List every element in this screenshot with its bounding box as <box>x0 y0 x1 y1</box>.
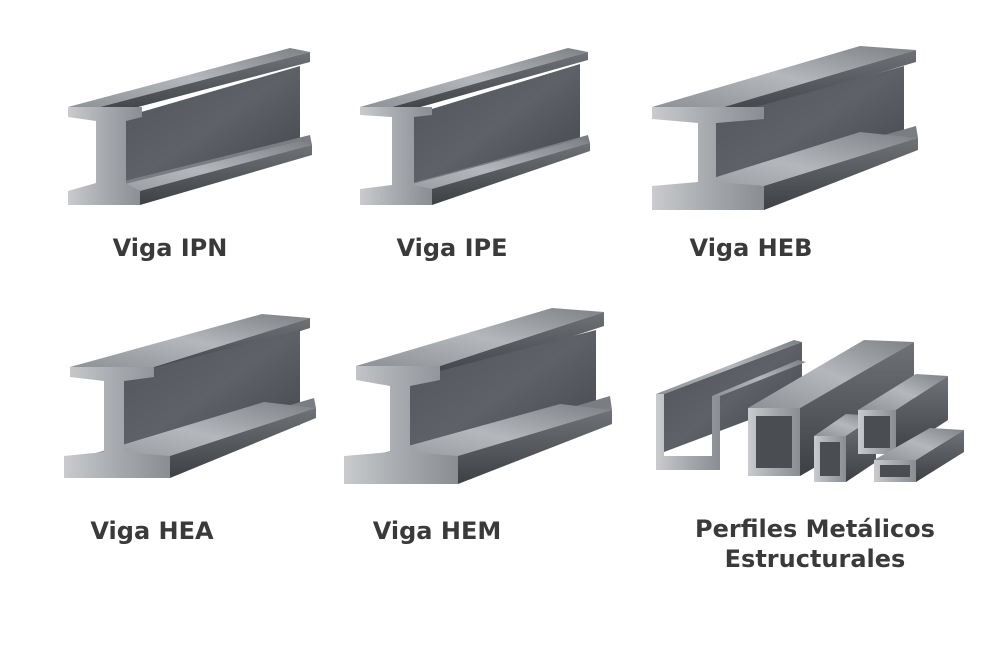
label-viga-ipe: Viga IPE <box>396 234 508 262</box>
tall-tube-profile <box>858 374 948 454</box>
hem-beam-icon <box>344 308 612 484</box>
structural-profiles-icon <box>656 340 964 482</box>
label-viga-heb: Viga HEB <box>689 234 813 262</box>
heb-beam-icon <box>652 46 918 210</box>
ipn-beam-icon <box>68 48 312 205</box>
ipe-beam-icon <box>360 48 590 205</box>
hea-beam-icon <box>64 314 316 478</box>
flat-tube-profile <box>874 428 964 482</box>
label-perfiles-line1: Perfiles Metálicos <box>695 515 935 543</box>
u-channel-profile <box>656 340 806 470</box>
label-viga-hea: Viga HEA <box>90 517 214 545</box>
label-perfiles-line2: Estructurales <box>724 545 906 573</box>
label-perfiles-estructurales: Perfiles Metálicos Estructurales <box>650 514 980 574</box>
label-viga-ipn: Viga IPN <box>112 234 228 262</box>
label-viga-hem: Viga HEM <box>372 517 502 545</box>
